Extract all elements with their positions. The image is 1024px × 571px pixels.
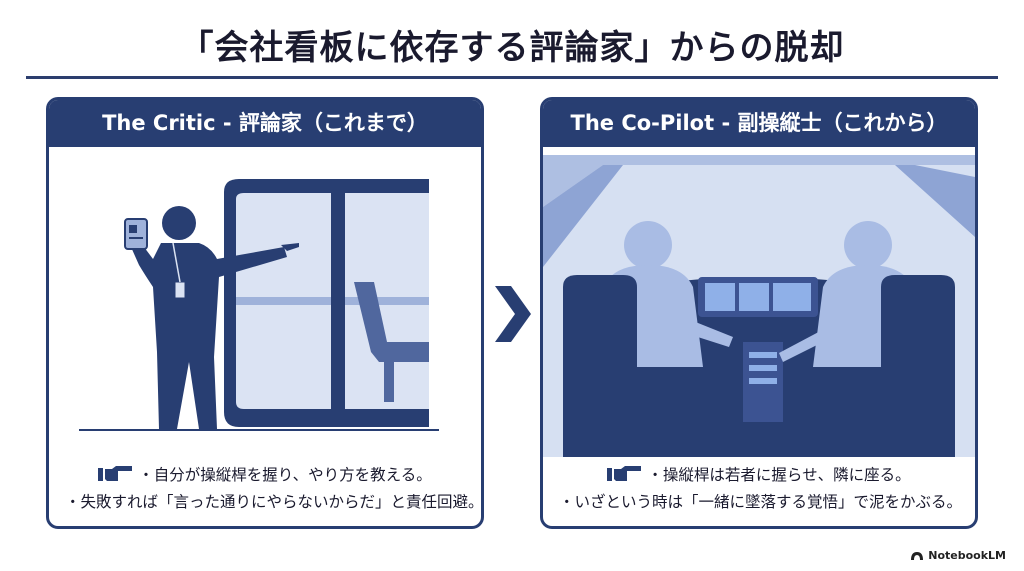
critic-bullet-1-text: ・自分が操縦桿を握り、やり方を教える。 [138, 466, 432, 484]
critic-illustration [49, 147, 481, 457]
critic-scene-image [49, 147, 481, 457]
page-title: 「会社看板に依存する評論家」からの脱却 [179, 28, 845, 68]
copilot-bullet-1-text: ・操縦桿は若者に握らせ、隣に座る。 [647, 466, 911, 484]
critic-panel-heading: The Critic - 評論家（これまで） [49, 100, 481, 147]
critic-panel: The Critic - 評論家（これまで） [46, 97, 484, 529]
pointing-hand-icon [98, 466, 133, 481]
title-divider [26, 76, 998, 79]
copilot-bullet-1: ・操縦桿は若者に握らせ、隣に座る。 [559, 462, 959, 489]
notebooklm-logo-icon [911, 551, 924, 560]
critic-bullets: ・自分が操縦桿を握り、やり方を教える。 ・失敗すれば「言った通りにやらないからだ… [49, 462, 481, 516]
brand-label: NotebookLM [928, 549, 1006, 562]
copilot-illustration [543, 147, 975, 457]
copilot-panel-heading: The Co-Pilot - 副操縦士（これから） [543, 100, 975, 147]
copilot-bullet-2: ・いざという時は「一緒に墜落する覚悟」で泥をかぶる。 [559, 493, 963, 511]
copilot-panel: The Co-Pilot - 副操縦士（これから） [540, 97, 978, 529]
chevron-right-icon [495, 286, 531, 342]
critic-bullet-2: ・失敗すれば「言った通りにやらないからだ」と責任回避。 [65, 493, 484, 511]
copilot-bullets: ・操縦桿は若者に握らせ、隣に座る。 ・いざという時は「一緒に墜落する覚悟」で泥を… [543, 462, 975, 516]
cockpit-scene-image [543, 147, 975, 457]
critic-bullet-1: ・自分が操縦桿を握り、やり方を教える。 [65, 462, 465, 489]
brand-watermark: NotebookLM [910, 549, 1006, 562]
pointing-hand-icon [607, 466, 642, 481]
